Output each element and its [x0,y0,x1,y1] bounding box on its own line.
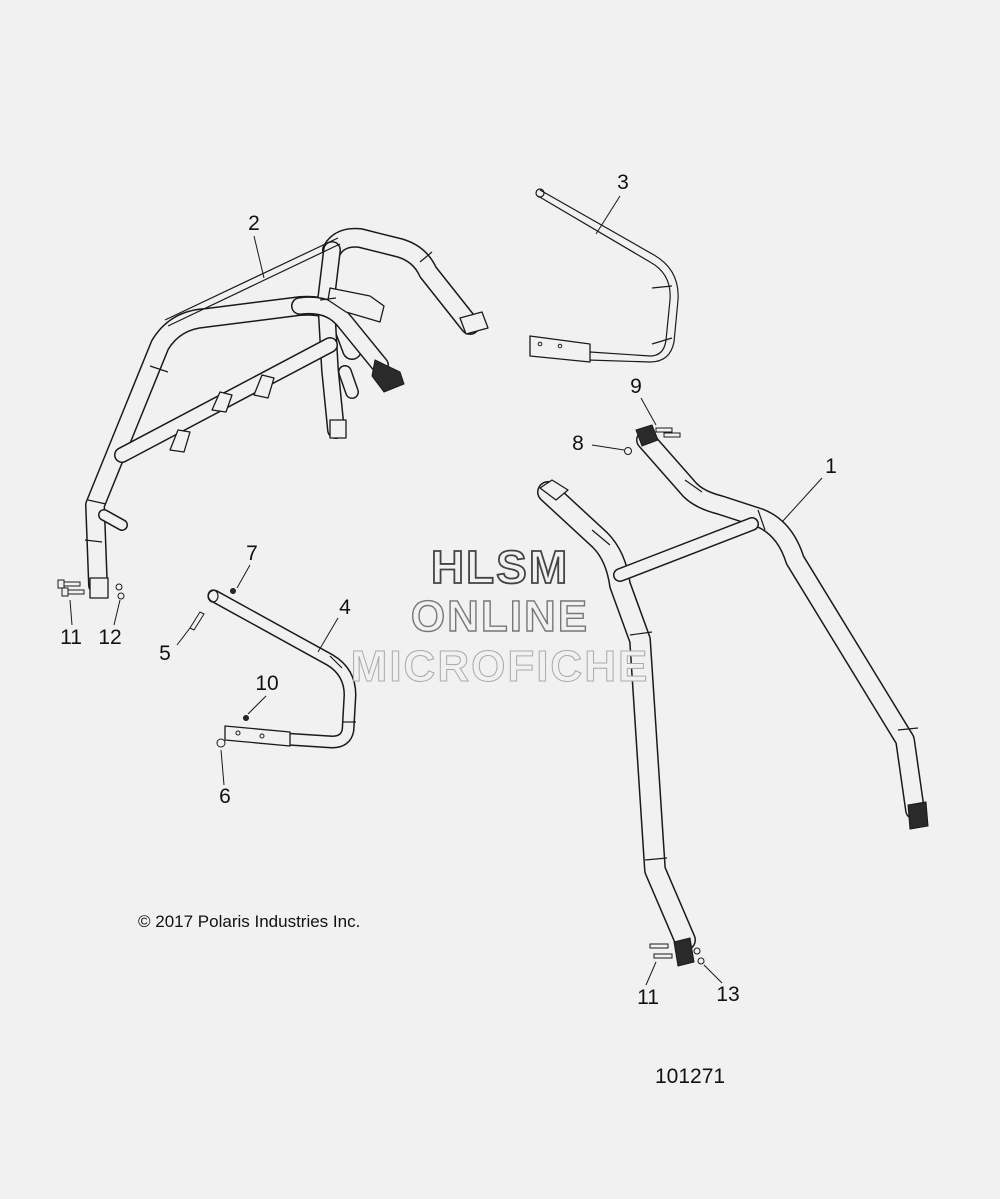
callout-13: 13 [716,983,740,1006]
watermark-line-2: ONLINE [410,591,590,641]
part-3-side-bar-upper [529,188,679,363]
callout-9: 9 [630,375,642,398]
copyright-text: © 2017 Polaris Industries Inc. [138,912,361,931]
callout-2: 2 [248,212,260,235]
watermark-line-3: MICROFICHE [350,642,650,692]
part-4-side-bar-lower [207,589,357,749]
fasteners [57,427,705,965]
callout-11-left: 11 [60,626,82,649]
callout-3: 3 [617,171,629,194]
callout-4: 4 [339,596,351,619]
callout-10: 10 [255,672,279,695]
callout-5: 5 [159,642,171,665]
leader-lines [69,195,823,986]
callout-6: 6 [219,785,231,808]
callout-7: 7 [246,542,258,565]
callout-11-right: 11 [637,986,659,1009]
part-1-front-cage [537,424,929,967]
watermark-line-1: HLSM [430,540,570,594]
part-2-rear-cage [84,227,489,599]
callout-1: 1 [825,455,837,478]
callout-8: 8 [572,432,584,455]
callout-12: 12 [98,626,122,649]
diagram-number: 101271 [655,1065,726,1088]
